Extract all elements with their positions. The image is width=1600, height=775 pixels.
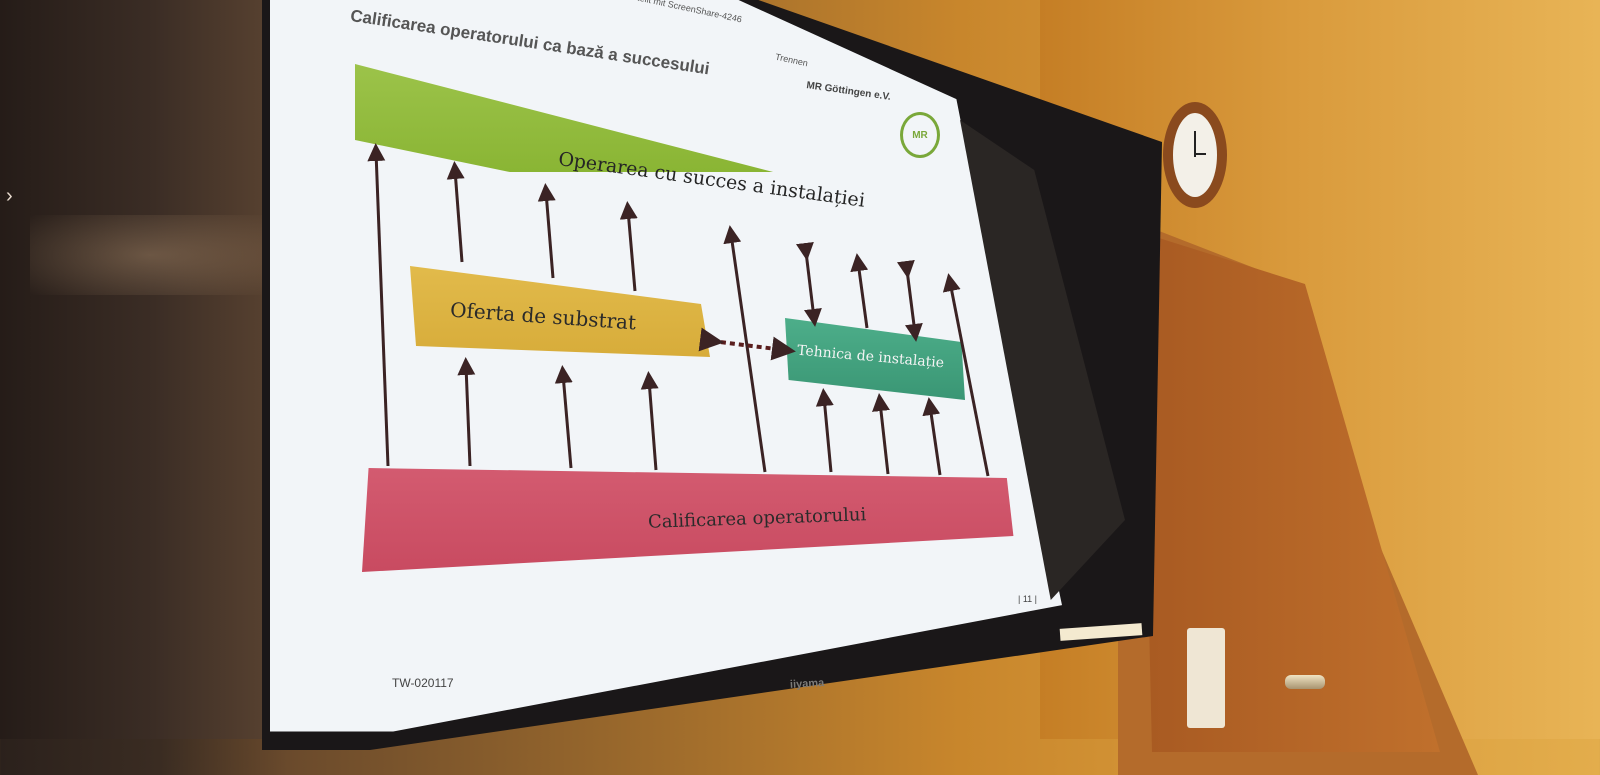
monitor-brand-logo: iiyama [789,677,825,691]
document-code: TW-020117 [392,676,454,690]
left-wall [0,0,280,739]
door-handle-icon [1285,675,1325,689]
light-switch [1187,628,1225,728]
clock-face [1173,113,1217,197]
wall-clock-icon [1163,102,1227,208]
clock-hand [1194,131,1196,157]
left-wall-reflection [30,215,270,295]
page-number: | 11 | [1018,594,1038,604]
chevron-right-icon: › [6,185,13,207]
organization-logo: MR [900,112,940,158]
clock-hand [1194,153,1206,155]
